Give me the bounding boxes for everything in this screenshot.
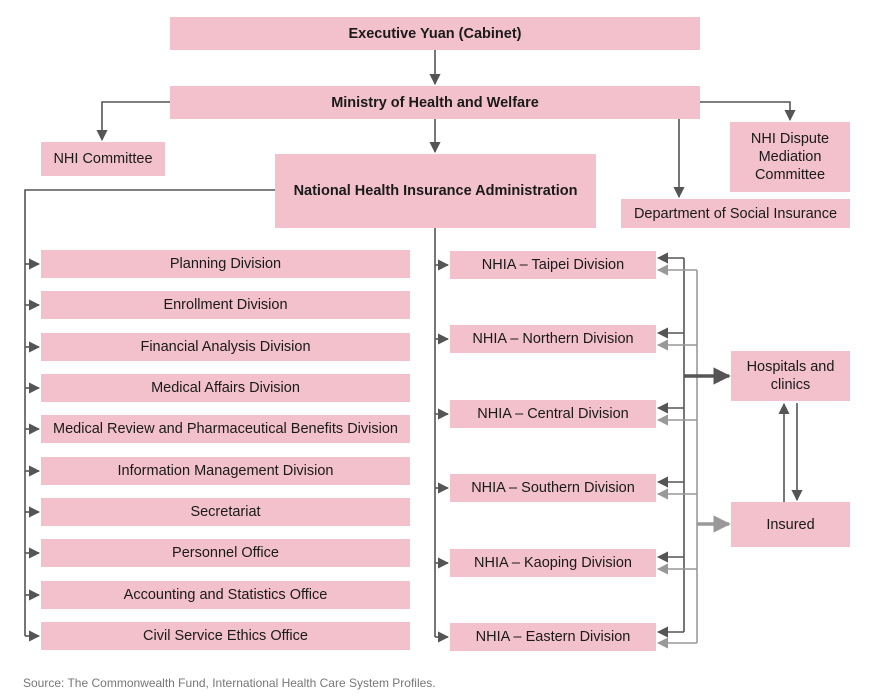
nhi-committee-box: NHI Committee [41,142,165,176]
regional-division-label: NHIA – Northern Division [472,331,634,347]
regional-division-box: NHIA – Southern Division [450,474,656,502]
division-box: Civil Service Ethics Office [41,622,410,650]
executive-yuan-label: Executive Yuan (Cabinet) [348,25,522,42]
division-label: Personnel Office [172,545,279,561]
division-label: Civil Service Ethics Office [143,628,308,644]
nhia-box: National Health Insurance Administration [275,154,596,228]
social-insurance-dept-label: Department of Social Insurance [633,205,838,222]
insured-label: Insured [766,516,815,533]
division-box: Medical Review and Pharmaceutical Benefi… [41,415,410,443]
regional-division-label: NHIA – Central Division [477,406,629,422]
regional-division-box: NHIA – Central Division [450,400,656,428]
division-box: Accounting and Statistics Office [41,581,410,609]
division-box: Personnel Office [41,539,410,567]
division-label: Financial Analysis Division [140,339,311,355]
source-note: Source: The Commonwealth Fund, Internati… [23,676,436,690]
regional-division-label: NHIA – Taipei Division [481,257,625,273]
division-label: Medical Review and Pharmaceutical Benefi… [53,421,398,437]
division-box: Financial Analysis Division [41,333,410,361]
hospitals-line-1: Hospitals and [746,359,835,375]
nhia-label: National Health Insurance Administration [293,183,578,199]
division-label: Secretariat [190,504,261,520]
regional-division-box: NHIA – Taipei Division [450,251,656,279]
regional-division-label: NHIA – Southern Division [471,480,635,496]
ministry-label: Ministry of Health and Welfare [331,94,539,111]
ministry-box: Ministry of Health and Welfare [170,86,700,119]
division-label: Accounting and Statistics Office [123,587,328,603]
division-box: Secretariat [41,498,410,526]
division-label: Planning Division [169,256,282,272]
regional-division-box: NHIA – Kaoping Division [450,549,656,577]
nhi-dispute-box: NHI Dispute Mediation Committee [730,122,850,192]
division-box: Medical Affairs Division [41,374,410,402]
division-label: Enrollment Division [163,297,288,313]
regional-division-box: NHIA – Northern Division [450,325,656,353]
nhi-dispute-line-3: Committee [754,167,826,183]
insured-box: Insured [731,502,850,547]
nhi-dispute-line-2: Mediation [758,149,822,165]
hospitals-line-2: clinics [770,377,811,393]
division-box: Information Management Division [41,457,410,485]
social-insurance-dept-box: Department of Social Insurance [621,199,850,228]
division-label: Medical Affairs Division [151,380,300,396]
nhi-dispute-line-1: NHI Dispute [750,131,830,147]
division-box: Enrollment Division [41,291,410,319]
regional-division-box: NHIA – Eastern Division [450,623,656,651]
division-label: Information Management Division [117,463,334,479]
executive-yuan-box: Executive Yuan (Cabinet) [170,17,700,50]
regional-division-label: NHIA – Eastern Division [475,629,631,645]
regional-division-label: NHIA – Kaoping Division [474,555,632,571]
division-box: Planning Division [41,250,410,278]
nhi-committee-label: NHI Committee [53,151,153,167]
hospitals-clinics-box: Hospitals and clinics [731,351,850,401]
